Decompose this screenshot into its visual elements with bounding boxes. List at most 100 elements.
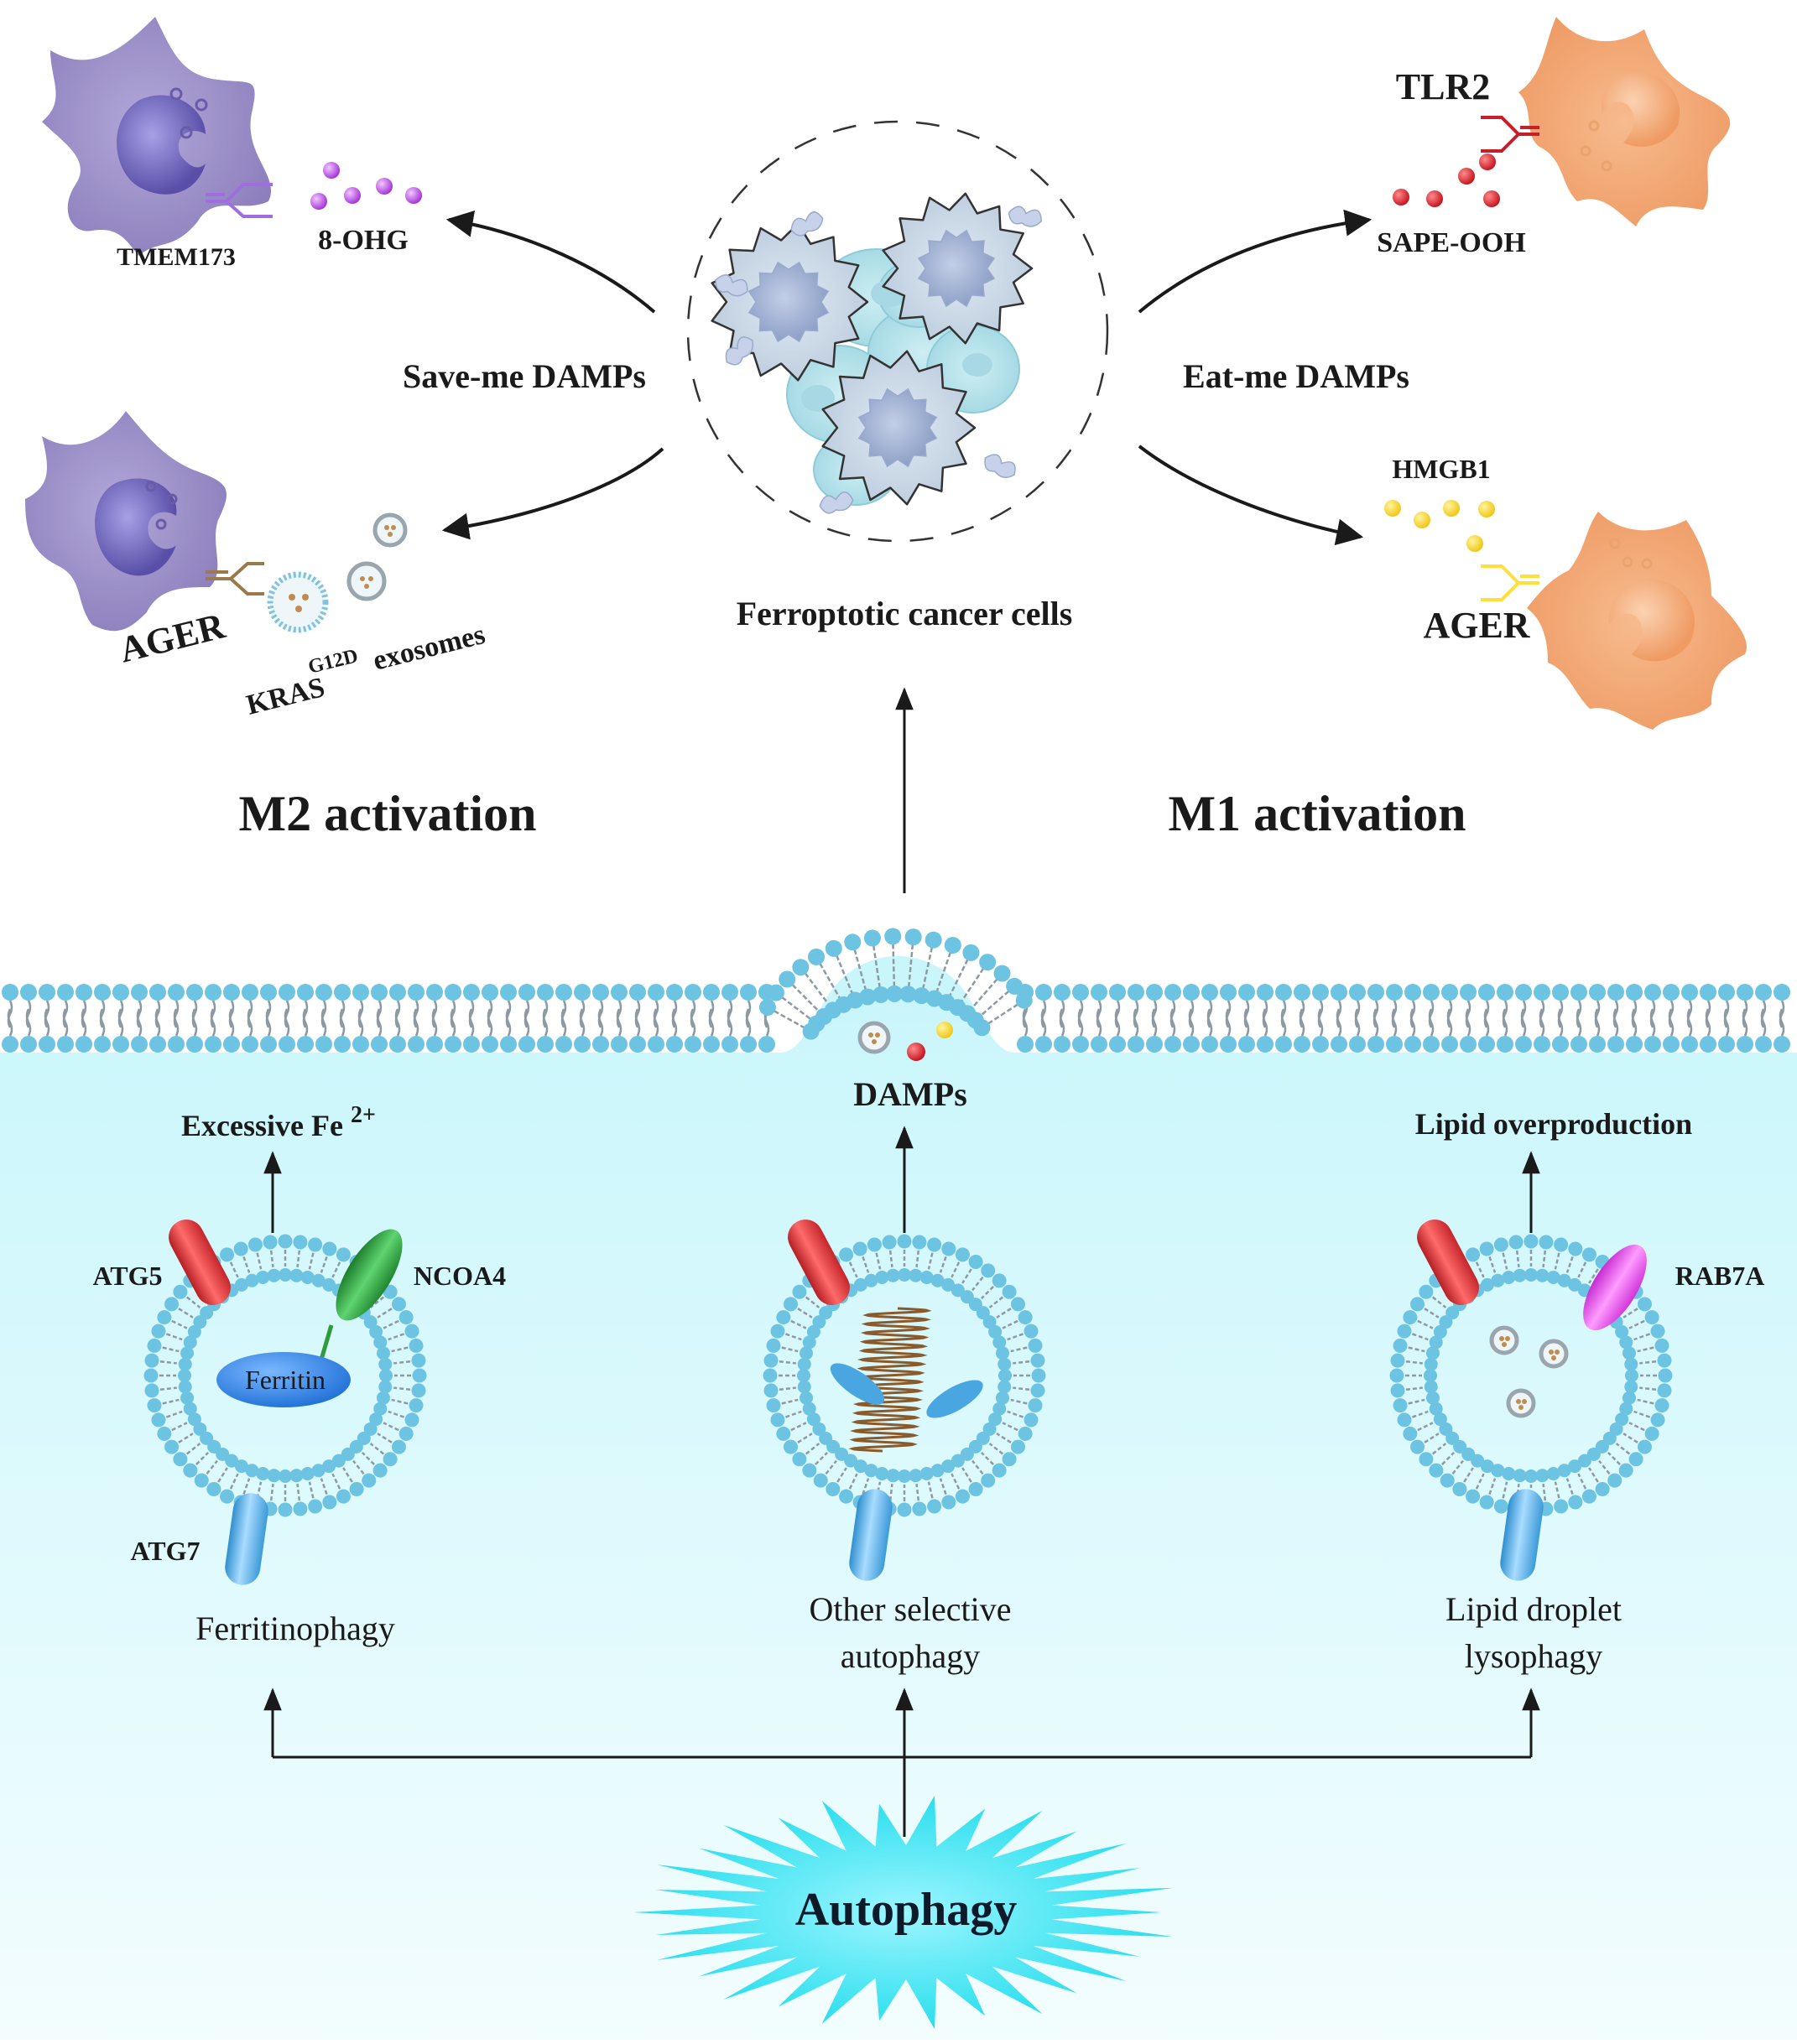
lipid-head <box>998 1369 1012 1382</box>
lipid-tail <box>265 1008 272 1037</box>
lipid-head <box>404 1324 419 1339</box>
lipid-head <box>766 1338 781 1353</box>
lipid-tail <box>487 1000 493 1028</box>
lipid-head <box>1557 1273 1571 1287</box>
lipid-tail <box>1431 1296 1447 1308</box>
atg5-protein-right <box>1417 1219 1479 1306</box>
lipid-tail <box>1405 1386 1423 1391</box>
lipid-tail <box>1515 1250 1520 1267</box>
lipid-tail <box>7 1000 13 1028</box>
lipid-tail <box>342 1467 353 1483</box>
lipid-head <box>279 984 295 1001</box>
lipid-head <box>1508 1235 1524 1250</box>
lipid-head <box>770 1412 785 1428</box>
lipid-tail <box>597 1000 604 1028</box>
lipid-head <box>1539 1235 1554 1250</box>
lipid-head <box>1164 1036 1181 1053</box>
plasma-membrane-left <box>2 984 775 1053</box>
lipid-head <box>1581 1489 1596 1504</box>
lipid-head <box>1581 1247 1596 1262</box>
lipid-tail <box>1631 1008 1638 1037</box>
lipid-head <box>1637 1297 1652 1312</box>
lipid-head <box>685 1036 701 1053</box>
lipid-head <box>992 1463 1007 1478</box>
lipid-head <box>279 1036 295 1053</box>
lipid-head <box>187 1324 201 1339</box>
lipid-head <box>1755 984 1772 1001</box>
lipid-head <box>808 948 826 965</box>
lipid-head <box>293 1235 308 1250</box>
lipid-tail <box>653 1000 659 1028</box>
lipid-head <box>20 984 37 1001</box>
atg7-protein-middle <box>849 1489 893 1581</box>
lipid-tail <box>1607 1452 1621 1465</box>
lipid-head <box>1257 984 1274 1001</box>
lipid-head <box>1441 984 1458 1001</box>
lipid-droplets <box>1489 1325 1569 1418</box>
vesicle <box>166 493 178 505</box>
lipid-head <box>1644 1426 1659 1441</box>
lipid-head <box>666 1036 683 1053</box>
atg7-protein-right <box>1500 1489 1544 1581</box>
exosome-small <box>372 512 408 548</box>
lipid-head <box>1497 984 1513 1001</box>
lipid-head <box>1433 1324 1447 1339</box>
lipid-head <box>1663 1036 1680 1053</box>
lipid-head <box>245 1464 259 1478</box>
lipid-head <box>1146 984 1163 1001</box>
lipid-head <box>1257 1036 1274 1053</box>
lipid-head <box>763 1368 778 1383</box>
lipid-head <box>39 1036 55 1053</box>
lipid-head <box>408 984 425 1001</box>
lipid-tail <box>1299 1008 1305 1037</box>
lipid-head <box>758 998 776 1016</box>
lipid-head <box>144 1383 159 1398</box>
lipid-head <box>263 1235 278 1250</box>
lipid-head <box>1201 1036 1218 1053</box>
lipid-tail <box>206 1459 218 1475</box>
lipid-tail <box>62 1000 69 1028</box>
lipid-head <box>376 1346 390 1360</box>
lipid-head <box>864 1464 878 1478</box>
lipid-tail <box>1336 1008 1342 1037</box>
lipid-head <box>1294 1036 1310 1053</box>
lipid-head <box>1072 984 1089 1001</box>
lipid-tail <box>173 1008 180 1037</box>
lipid-head <box>412 1368 427 1383</box>
lipid-head <box>1403 1426 1418 1441</box>
lipid-tail <box>383 1422 399 1432</box>
lipid-tail <box>388 1333 404 1341</box>
save-me-damps-label: Save-me DAMPs <box>403 357 646 395</box>
lipid-head <box>1452 1481 1467 1496</box>
lipid-tail <box>210 1000 216 1028</box>
lipid-head <box>1644 984 1661 1001</box>
atg7-label: ATG7 <box>131 1536 201 1566</box>
lipid-head <box>398 1426 414 1441</box>
lipid-head <box>1424 1369 1437 1382</box>
lipid-head <box>853 1459 867 1474</box>
lipid-head <box>1183 1036 1200 1053</box>
lipid-tail <box>1649 1000 1656 1028</box>
autophagy-connector <box>263 1688 1540 1837</box>
atg5-protein-left <box>169 1219 231 1306</box>
lipid-tail <box>862 1478 870 1495</box>
lipid-tail <box>779 1360 796 1365</box>
lipid-head <box>1479 1495 1494 1510</box>
lipid-head <box>1035 984 1052 1001</box>
ferritin-cargo <box>216 1352 351 1407</box>
lipid-head <box>703 984 720 1001</box>
lipid-head <box>909 1268 923 1282</box>
vesicle <box>145 481 157 492</box>
lipid-head <box>1015 991 1033 1009</box>
lipid-head <box>149 1036 166 1053</box>
lipid-head <box>1700 1036 1716 1053</box>
lipid-tail <box>431 1008 438 1037</box>
lipid-tail <box>1628 1319 1645 1329</box>
lipid-tail <box>191 1000 198 1028</box>
lipid-head <box>1478 1036 1495 1053</box>
lipid-head <box>183 1335 197 1350</box>
lipid-head <box>1502 1271 1516 1285</box>
lipid-tail <box>779 1386 796 1391</box>
lipid-head <box>404 1412 419 1428</box>
8-ohg-dots <box>310 162 422 210</box>
